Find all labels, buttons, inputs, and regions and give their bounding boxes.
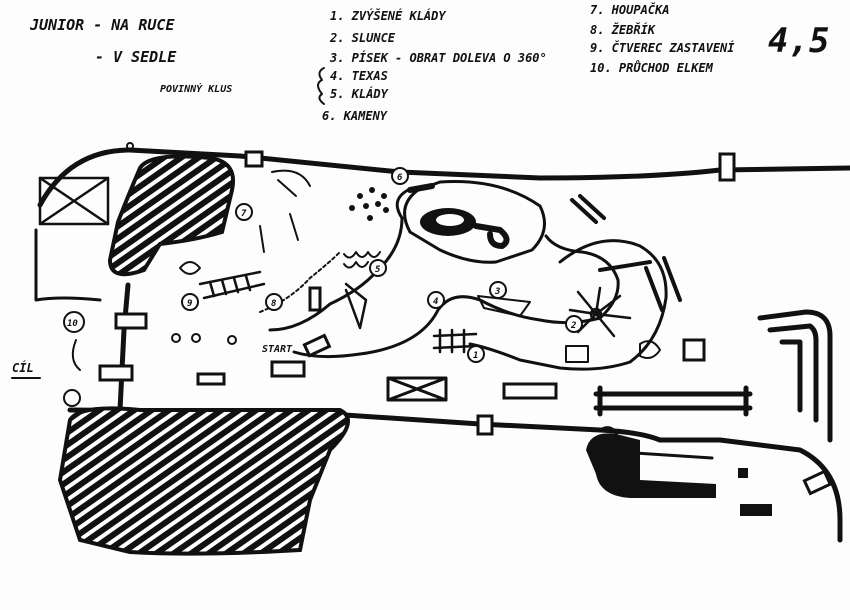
station-number: 3 <box>494 287 500 297</box>
station-marker-7: 7 <box>235 203 253 221</box>
crossed-obstacle <box>386 376 448 402</box>
station-number: 10 <box>67 319 78 329</box>
station-marker-6: 6 <box>391 167 409 185</box>
station-marker-8: 8 <box>265 293 283 311</box>
station-number: 6 <box>397 173 403 183</box>
station-number: 9 <box>187 299 192 309</box>
category-line-2: - V SEDLE <box>95 48 177 66</box>
dark-horseshoe <box>586 433 716 498</box>
station-number: 4 <box>433 297 438 307</box>
striped-posts <box>570 194 682 312</box>
right-loop <box>468 239 668 371</box>
stones <box>349 187 389 221</box>
legend-item-8: 8. ŽEBŘÍK <box>590 22 657 37</box>
legend-item-10: 10. PRŮCHOD ELKEM <box>590 60 714 75</box>
legend-item-3: 3. PÍSEK - OBRAT DOLEVA O 360° <box>329 50 547 65</box>
spike-shape <box>344 282 368 330</box>
score: 4,5 <box>768 21 829 61</box>
station-number: 5 <box>375 265 381 275</box>
legend-item-1: 1. ZVÝŠENÉ KLÁDY <box>330 8 446 23</box>
legend-item-6: 6. KAMENY <box>322 109 388 123</box>
station-number: 2 <box>570 321 576 331</box>
central-island <box>403 180 546 264</box>
hatched-area-bottom-left <box>57 406 350 556</box>
legend-item-2: 2. SLUNCE <box>329 31 396 45</box>
small-block-2 <box>740 504 772 516</box>
station-marker-3: 3 <box>489 281 507 299</box>
logs-squiggle <box>343 251 381 269</box>
start-label: START <box>262 344 293 355</box>
station-marker-1: 1 <box>467 345 485 363</box>
station-marker-2: 2 <box>565 315 583 333</box>
station-marker-4: 4 <box>427 291 445 309</box>
house-top-left <box>38 176 110 226</box>
station-number: 1 <box>473 351 478 361</box>
misc-marks <box>63 142 661 407</box>
station-marker-10: 10 <box>63 311 85 333</box>
station-marker-5: 5 <box>369 259 387 277</box>
arena-fence <box>34 147 850 543</box>
legend-bracket <box>317 67 325 105</box>
mandatory-note: POVINNÝ KLUS <box>160 82 232 95</box>
station-markers: 1 2 3 4 5 6 7 8 <box>63 167 583 363</box>
station-number: 7 <box>241 209 247 219</box>
station-marker-9: 9 <box>181 293 199 311</box>
legend-item-9: 9. ČTVEREC ZASTAVENÍ <box>590 40 735 55</box>
legend-item-4: 4. TEXAS <box>330 69 388 83</box>
raised-logs <box>593 385 753 417</box>
hatched-area-top-left <box>107 154 235 277</box>
legend: 1. ZVÝŠENÉ KLÁDY 2. SLUNCE 3. PÍSEK - OB… <box>322 2 735 123</box>
category-line-1: JUNIOR - NA RUCE <box>29 16 175 34</box>
sun-obstacle <box>568 286 632 338</box>
legend-item-5: 5. KLÁDY <box>330 86 389 101</box>
finish-label: CÍL <box>12 360 34 375</box>
gates <box>98 150 833 496</box>
legend-item-7: 7. HOUPAČKA <box>590 2 669 17</box>
station-number: 8 <box>271 299 276 309</box>
ladder-obstacle-2 <box>432 328 478 354</box>
small-block <box>738 468 748 478</box>
ladder-obstacle <box>198 270 266 300</box>
right-bars <box>757 309 833 443</box>
